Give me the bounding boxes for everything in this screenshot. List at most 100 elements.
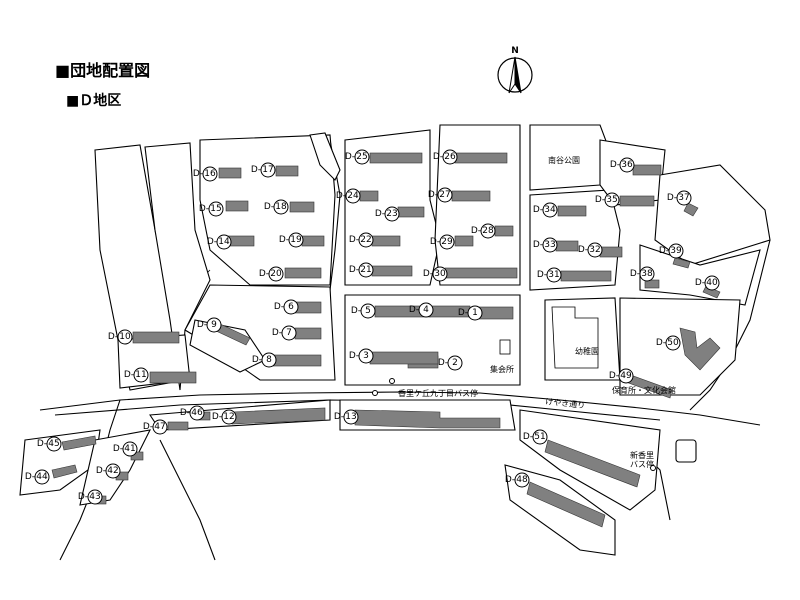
building-number: 28 xyxy=(482,226,494,236)
building-number: 26 xyxy=(444,152,456,162)
building-prefix: D- xyxy=(279,235,289,245)
building-shapes xyxy=(51,152,721,528)
building-number: 51 xyxy=(534,432,545,442)
building-prefix: D- xyxy=(113,444,123,454)
building-number: 49 xyxy=(620,371,632,381)
building-number: 10 xyxy=(119,332,131,342)
block-9 xyxy=(189,319,266,373)
building-prefix: D- xyxy=(458,308,468,318)
building-prefix: D- xyxy=(610,160,620,170)
building-number-circle xyxy=(202,166,218,182)
building-prefix: D- xyxy=(438,358,448,368)
building-d45-shape xyxy=(61,435,97,451)
building-prefix: D- xyxy=(537,270,547,280)
building-number: 16 xyxy=(204,169,216,179)
building-number-circle xyxy=(358,262,374,278)
building-label-d35: D-35 xyxy=(595,192,620,208)
building-number-circle xyxy=(604,192,620,208)
building-prefix: D- xyxy=(197,320,207,330)
building-number: 7 xyxy=(286,328,292,338)
building-number: 47 xyxy=(154,422,165,432)
building-number-circle xyxy=(105,463,121,479)
building-number-circle xyxy=(122,441,138,457)
building-label-d51: D-51 xyxy=(523,429,548,445)
building-label-d24: D-24 xyxy=(336,188,361,204)
bus-stop-1-marker xyxy=(389,378,395,384)
bus-stop-1-label: 香里ケ丘九丁目バス停 xyxy=(398,388,478,398)
building-prefix: D- xyxy=(351,306,361,316)
building-prefix: D- xyxy=(349,235,359,245)
building-label-d26: D-26 xyxy=(433,149,458,165)
building-label-d8: D-8 xyxy=(252,352,277,368)
building-prefix: D- xyxy=(199,204,209,214)
building-label-d4: D-4 xyxy=(409,302,434,318)
building-number: 27 xyxy=(439,190,450,200)
building-label-d44: D-44 xyxy=(25,469,50,485)
building-d38-shape xyxy=(644,279,660,289)
building-number: 32 xyxy=(589,245,600,255)
assembly-hall-label: 集会所 xyxy=(490,364,514,374)
building-number-circle xyxy=(208,201,224,217)
assembly-hall-building xyxy=(499,339,511,355)
building-number-circle xyxy=(665,335,681,351)
building-label-d17: D-17 xyxy=(251,162,276,178)
building-d44-shape xyxy=(51,464,78,479)
building-label-d12: D-12 xyxy=(212,409,237,425)
building-number: 24 xyxy=(347,191,359,201)
building-number-circle xyxy=(668,243,684,259)
building-prefix: D- xyxy=(143,422,153,432)
building-d48-shape xyxy=(526,481,606,528)
building-number: 15 xyxy=(210,204,221,214)
building-number-circle xyxy=(676,190,692,206)
bus-stop-2-label-line2: バス停 xyxy=(630,459,654,469)
building-d14-shape xyxy=(227,235,255,247)
building-prefix: D- xyxy=(37,439,47,449)
building-d29-shape xyxy=(454,235,474,247)
building-label-d15: D-15 xyxy=(199,201,224,217)
building-label-d50: D-50 xyxy=(656,335,681,351)
building-label-d28: D-28 xyxy=(471,223,496,239)
building-number-circle xyxy=(343,409,359,425)
building-number-circle xyxy=(437,187,453,203)
building-number-circle xyxy=(260,162,276,178)
kindergarten-label: 幼稚園 xyxy=(575,346,599,356)
building-label-d1: D-1 xyxy=(458,305,483,321)
building-prefix: D- xyxy=(533,240,543,250)
building-number: 12 xyxy=(223,412,234,422)
building-prefix: D- xyxy=(272,328,282,338)
building-number-circle xyxy=(587,242,603,258)
building-prefix: D- xyxy=(423,269,433,279)
building-number: 19 xyxy=(290,235,302,245)
building-label-d16: D-16 xyxy=(193,166,218,182)
building-label-d46: D-46 xyxy=(180,405,205,421)
building-d21-shape xyxy=(371,265,413,277)
building-number-circle xyxy=(87,489,103,505)
building-number-circle xyxy=(639,266,655,282)
building-number-circle xyxy=(268,266,284,282)
building-number-circle xyxy=(34,469,50,485)
block-38-40 xyxy=(639,244,761,306)
building-label-d33: D-33 xyxy=(533,237,558,253)
building-d24-shape xyxy=(359,190,379,202)
building-label-d27: D-27 xyxy=(428,187,453,203)
building-number-circle xyxy=(354,149,370,165)
building-label-d43: D-43 xyxy=(78,489,103,505)
building-d13-shape xyxy=(354,409,501,429)
building-d25-shape xyxy=(369,152,423,164)
building-number-circle xyxy=(152,419,168,435)
building-prefix: D- xyxy=(595,195,605,205)
building-label-d18: D-18 xyxy=(264,199,289,215)
building-number-circle xyxy=(117,329,133,345)
building-d6-shape xyxy=(294,301,322,314)
building-prefix: D- xyxy=(471,226,481,236)
building-number: 48 xyxy=(516,475,528,485)
nursery-label: 保育所・文化会館 xyxy=(612,385,676,395)
building-label-d11: D-11 xyxy=(124,367,149,383)
building-number-circle xyxy=(281,325,297,341)
building-label-d47: D-47 xyxy=(143,419,168,435)
building-d18-shape xyxy=(289,201,315,213)
building-d16-shape xyxy=(218,167,242,179)
building-number: 17 xyxy=(262,165,273,175)
building-prefix: D- xyxy=(533,205,543,215)
